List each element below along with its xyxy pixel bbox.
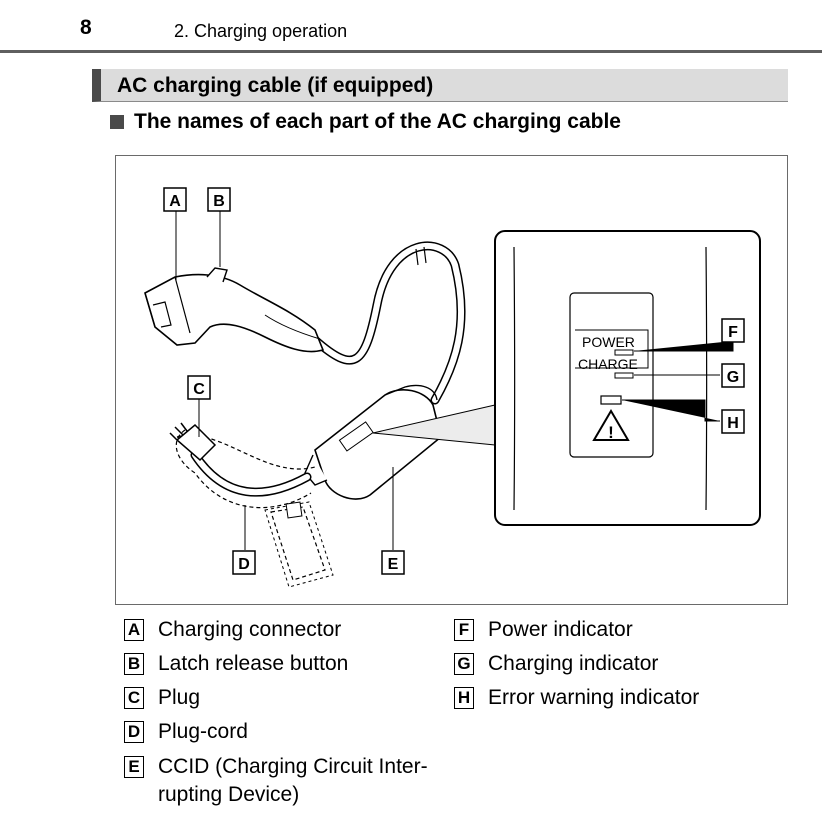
legend-item-g: G Charging indicator [454, 650, 658, 675]
legend-letter: E [124, 756, 144, 778]
ccid-indicator-window [338, 421, 374, 452]
power-indicator-lamp [614, 349, 634, 356]
chapter-title: 2. Charging operation [174, 21, 348, 41]
callout-h: H [727, 415, 739, 432]
legend-text: CCID (Charging Circuit Inter- [158, 755, 428, 778]
legend-item-b: B Latch release button [124, 650, 348, 675]
connector-face [144, 276, 191, 334]
legend-letter: A [124, 619, 144, 641]
legend-letter: H [454, 687, 474, 709]
legend-letter: G [454, 653, 474, 675]
cable-illustration: POWER CHARGE ! A B C D E F G H [115, 155, 788, 605]
plug-body [175, 423, 217, 462]
legend-item-e: E CCID (Charging Circuit Inter- rupting … [124, 753, 428, 806]
legend-letter: B [124, 653, 144, 675]
callout-e: E [388, 556, 399, 573]
legend-text: Plug [158, 686, 201, 709]
callout-c: C [193, 381, 205, 398]
section-bar: AC charging cable (if equipped) [92, 69, 788, 102]
subheading: The names of each part of the AC chargin… [134, 110, 621, 133]
power-text: POWER [582, 334, 635, 350]
zoom-ray [373, 405, 495, 445]
cable-fill [312, 242, 465, 403]
latch-button [206, 267, 228, 283]
callout-a: A [169, 193, 181, 210]
section-title: AC charging cable (if equipped) [117, 74, 434, 97]
callout-b: B [213, 193, 225, 210]
legend-letter: F [454, 619, 474, 641]
legend-item-d: D Plug-cord [124, 718, 248, 743]
warning-glyph: ! [608, 423, 614, 442]
callout-d: D [238, 556, 250, 573]
legend-item-h: H Error warning indicator [454, 684, 699, 709]
legend-text: Error warning indicator [488, 686, 700, 709]
header-divider [0, 50, 822, 53]
legend-letter: D [124, 721, 144, 743]
legend-item-a: A Charging connector [124, 616, 341, 641]
legend-item-c: C Plug [124, 684, 200, 709]
legend-text-continued: rupting Device) [158, 783, 300, 806]
charge-text: CHARGE [578, 356, 638, 372]
legend-letter: C [124, 687, 144, 709]
callout-f: F [728, 324, 738, 341]
callout-g: G [727, 369, 739, 386]
cable-break-mark [415, 246, 427, 266]
square-bullet-icon [110, 115, 124, 129]
legend-text: Latch release button [158, 652, 349, 675]
legend-item-f: F Power indicator [454, 616, 633, 641]
legend-text: Charging indicator [488, 652, 659, 675]
error-indicator-lamp [600, 395, 622, 405]
legend-text: Charging connector [158, 618, 342, 641]
legend-text: Power indicator [488, 618, 633, 641]
warning-triangle-icon [592, 409, 630, 441]
legend-text: Plug-cord [158, 720, 248, 743]
charging-indicator-lamp [614, 372, 634, 379]
page-number: 8 [80, 16, 92, 39]
